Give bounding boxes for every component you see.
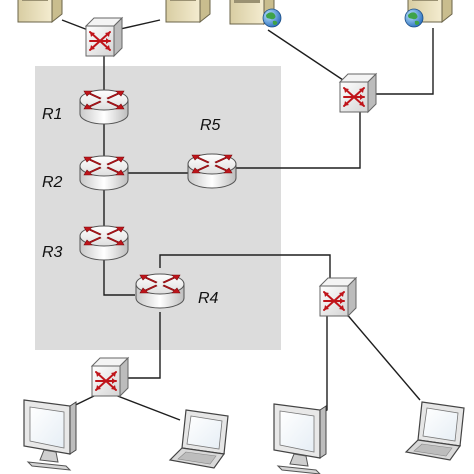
web-server-icon bbox=[229, 0, 282, 28]
switch-icon bbox=[91, 357, 129, 397]
globe-icon bbox=[262, 8, 282, 28]
server-icon bbox=[17, 0, 63, 23]
link-switch-br-monitor bbox=[314, 315, 328, 419]
link-r4-switch-bl bbox=[127, 312, 161, 379]
router-label-r3: R3 bbox=[42, 244, 63, 261]
link-switch-br-laptop bbox=[344, 311, 421, 401]
router-icon-r5 bbox=[187, 153, 237, 189]
router-icon-r4 bbox=[135, 273, 185, 309]
link-r5-switch-tr bbox=[236, 112, 361, 169]
monitor-icon bbox=[23, 399, 77, 471]
monitor-icon bbox=[273, 403, 327, 474]
laptop-icon bbox=[405, 401, 465, 461]
globe-icon bbox=[404, 8, 424, 28]
web-server-icon bbox=[404, 0, 453, 28]
link-r3-r4 bbox=[103, 253, 135, 296]
router-icon-r3 bbox=[79, 225, 129, 261]
link-server1-switch bbox=[61, 19, 89, 31]
switch-icon bbox=[319, 277, 357, 317]
router-label-r5: R5 bbox=[200, 117, 221, 134]
laptop-icon bbox=[169, 409, 229, 469]
router-label-r4: R4 bbox=[198, 290, 219, 307]
router-icon-r2 bbox=[79, 155, 129, 191]
router-label-r1: R1 bbox=[42, 106, 62, 123]
switch-icon bbox=[85, 17, 123, 57]
switch-icon bbox=[339, 73, 377, 113]
router-label-r2: R2 bbox=[42, 174, 63, 191]
link-switch-bl-laptop bbox=[114, 394, 181, 421]
server-icon bbox=[165, 0, 211, 23]
link-webserver2-switch-tr bbox=[376, 28, 434, 95]
link-r4-switch-br bbox=[159, 254, 331, 280]
link-webserver1-switch-tr bbox=[267, 29, 344, 81]
link-server2-switch bbox=[115, 19, 161, 31]
router-icon-r1 bbox=[79, 89, 129, 125]
